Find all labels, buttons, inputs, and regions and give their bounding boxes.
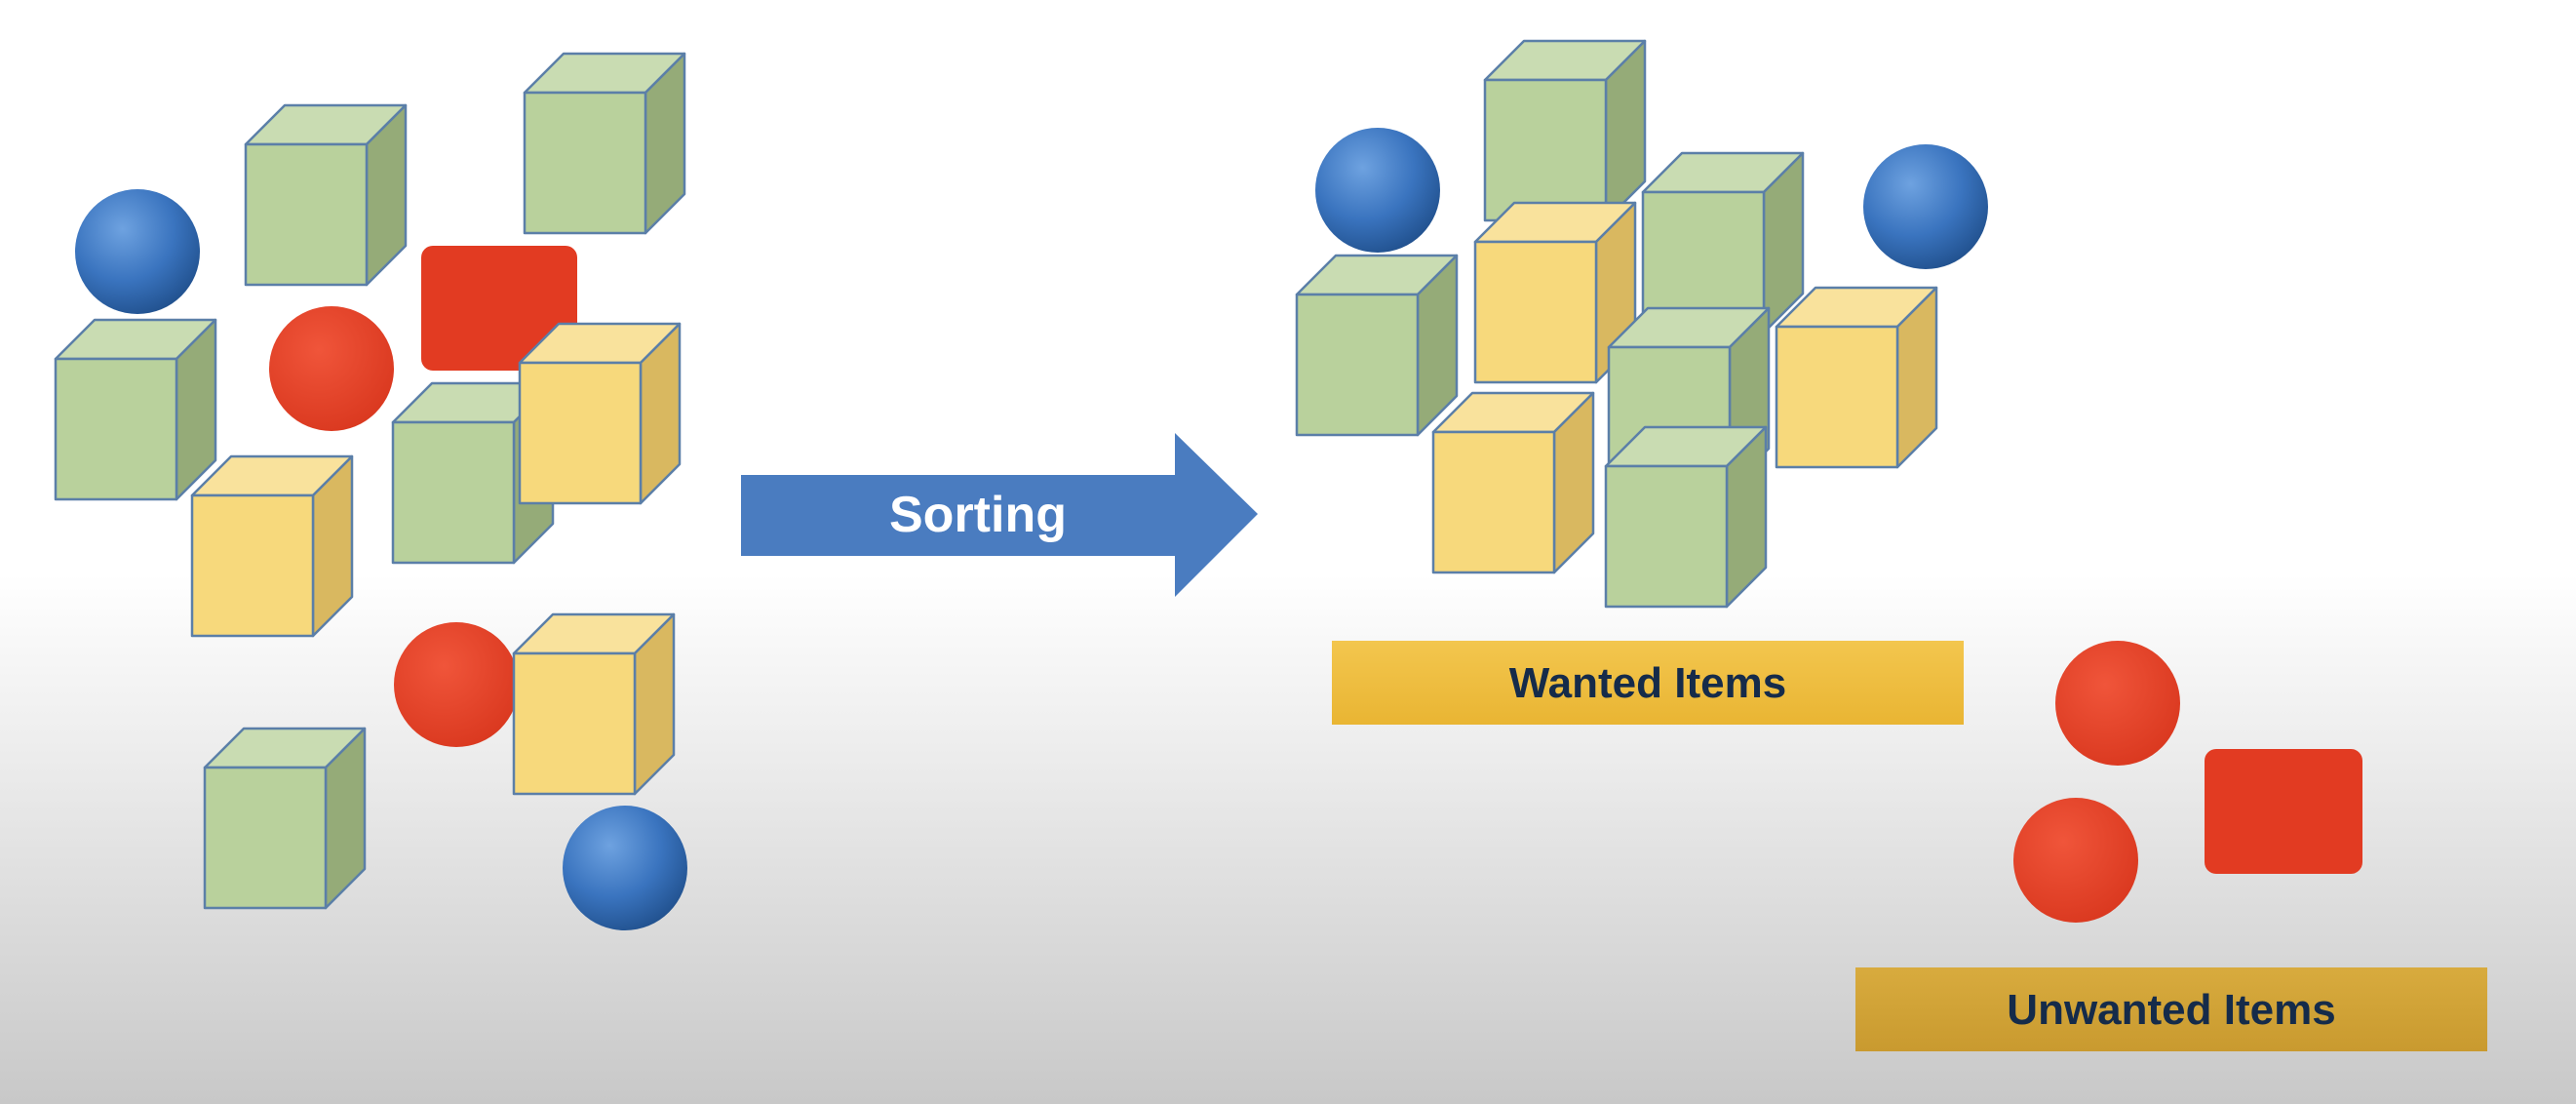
- unwanted-items-pile: [2013, 641, 2362, 923]
- yellow-cube: [1431, 391, 1595, 574]
- green-cube: [1483, 39, 1647, 222]
- blue-ball: [1315, 128, 1440, 253]
- arrow-shape: [741, 433, 1258, 597]
- green-cube: [244, 103, 408, 287]
- red-block: [2205, 749, 2362, 874]
- unsorted-items-pile: [54, 52, 687, 930]
- red-ball: [2013, 798, 2138, 923]
- wanted-items-pile: [1295, 39, 1988, 609]
- unwanted-items-label: Unwanted Items: [2007, 986, 2335, 1034]
- red-block: [421, 246, 577, 371]
- cube-front-face: [1473, 240, 1598, 384]
- sorting-label: Sorting: [889, 487, 1067, 543]
- blue-ball: [563, 806, 687, 930]
- green-cube: [1641, 151, 1805, 335]
- yellow-cube: [1775, 286, 1938, 469]
- yellow-cube: [518, 322, 682, 505]
- cube-front-face: [1431, 430, 1556, 574]
- green-cube: [54, 318, 217, 501]
- sorting-arrow: Sorting: [741, 433, 1258, 597]
- cube-front-face: [391, 420, 516, 565]
- cube-front-face: [523, 91, 647, 235]
- green-cube: [1604, 425, 1768, 609]
- green-cube: [1295, 254, 1459, 437]
- cube-front-face: [54, 357, 178, 501]
- green-cube: [523, 52, 686, 235]
- blue-ball: [1863, 144, 1988, 269]
- red-ball: [2055, 641, 2180, 766]
- red-ball: [269, 306, 394, 431]
- cube-front-face: [203, 766, 328, 910]
- cube-front-face: [1604, 464, 1729, 609]
- cube-front-face: [244, 142, 369, 287]
- unwanted-items-label-box: Unwanted Items: [1855, 967, 2487, 1051]
- green-cube: [203, 727, 367, 910]
- wanted-items-label: Wanted Items: [1509, 659, 1786, 707]
- cube-front-face: [518, 361, 643, 505]
- cube-front-face: [190, 493, 315, 638]
- blue-ball: [75, 189, 200, 314]
- wanted-items-label-box: Wanted Items: [1332, 641, 1964, 725]
- wanted-label-background: [1332, 641, 1964, 725]
- yellow-cube: [190, 454, 354, 638]
- cube-front-face: [1295, 293, 1420, 437]
- cube-front-face: [1483, 78, 1608, 222]
- yellow-cube: [512, 612, 676, 796]
- cube-front-face: [512, 651, 637, 796]
- cube-front-face: [1775, 325, 1899, 469]
- red-ball: [394, 622, 519, 747]
- unwanted-label-background: [1855, 967, 2487, 1051]
